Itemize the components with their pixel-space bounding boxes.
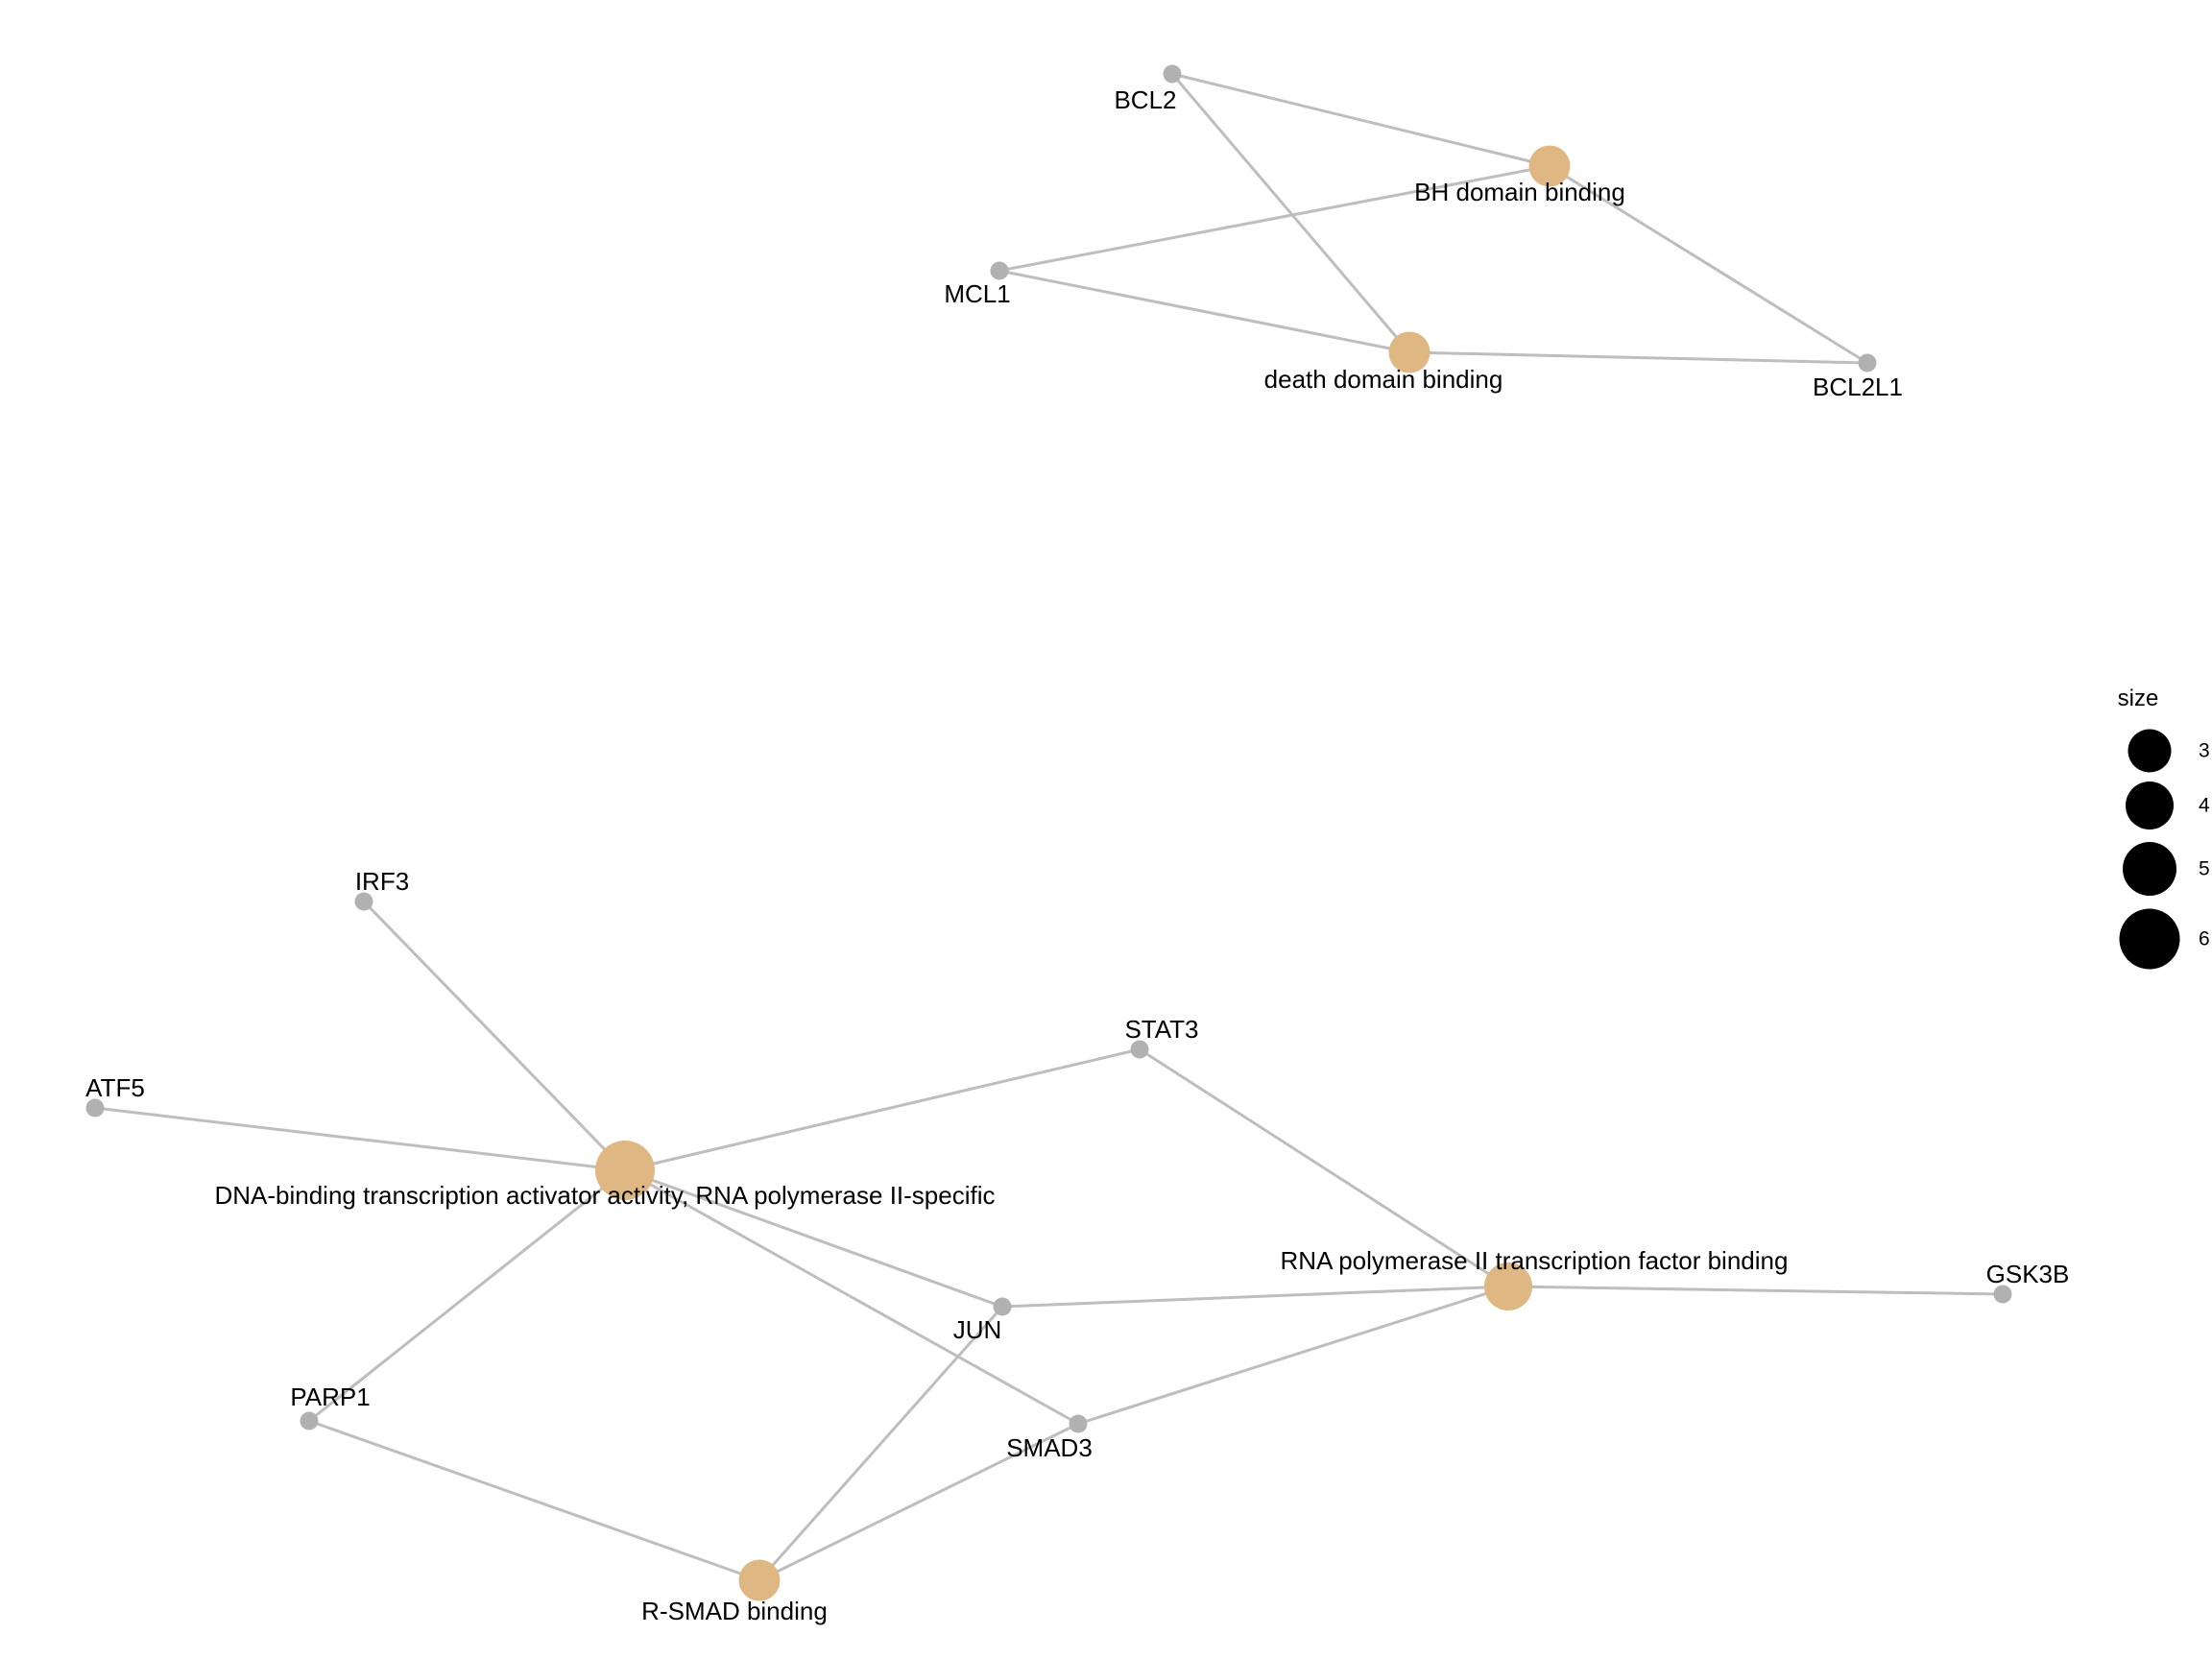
- legend-title: size: [2118, 685, 2159, 711]
- legend-size-label: 6: [2199, 928, 2210, 950]
- gene-node: [1069, 1414, 1088, 1433]
- gene-node: [85, 1098, 105, 1118]
- gene-node: [1993, 1285, 2012, 1304]
- node-label: BH domain binding: [1414, 178, 1625, 206]
- network-edge: [1548, 164, 1869, 365]
- node-label: death domain binding: [1264, 365, 1503, 394]
- node-label: BCL2: [1114, 85, 1176, 114]
- gene-node: [1858, 353, 1877, 373]
- legend-size-circle: [2128, 729, 2172, 773]
- node-label: BCL2L1: [1813, 373, 1903, 401]
- node-layer: [85, 64, 2012, 1601]
- node-label: STAT3: [1124, 1015, 1198, 1044]
- node-label: DNA-binding transcription activator acti…: [214, 1181, 995, 1210]
- node-label: ATF5: [85, 1073, 145, 1102]
- node-label: GSK3B: [1986, 1260, 2070, 1288]
- network-edge: [362, 900, 627, 1172]
- category-node: [1528, 145, 1571, 187]
- category-node: [595, 1141, 655, 1200]
- legend-size-circle: [2123, 842, 2176, 896]
- network-edge: [1407, 350, 1869, 365]
- network-edge: [1138, 1047, 1510, 1288]
- legend-size-circle: [2126, 781, 2174, 830]
- category-node: [738, 1559, 781, 1601]
- legend-size-circle: [2119, 908, 2180, 970]
- category-node: [1388, 331, 1431, 373]
- category-node: [1484, 1262, 1532, 1310]
- node-label: IRF3: [355, 867, 409, 896]
- gene-node: [1163, 64, 1182, 84]
- network-edge: [93, 1106, 627, 1172]
- legend-entries: 3 4 5 6: [2119, 729, 2210, 970]
- network-edge: [757, 1305, 1004, 1582]
- gene-node: [1130, 1040, 1149, 1059]
- gene-node: [990, 261, 1009, 280]
- network-edge: [1170, 72, 1551, 168]
- gene-node: [993, 1297, 1012, 1316]
- node-label: SMAD3: [1006, 1433, 1093, 1462]
- legend-size-label: 3: [2199, 740, 2210, 762]
- network-edge: [998, 164, 1551, 273]
- network-edge: [1506, 1285, 2005, 1296]
- network-edge: [307, 1419, 761, 1582]
- network-edge: [757, 1422, 1080, 1582]
- label-layer: BH domain binding death domain bindingDNA…: [85, 85, 2069, 1625]
- network-edge: [623, 1168, 1080, 1426]
- node-label: R-SMAD binding: [641, 1597, 828, 1625]
- network-edge: [998, 269, 1411, 354]
- node-label: PARP1: [290, 1382, 370, 1411]
- network-edge: [1000, 1285, 1510, 1309]
- node-label: JUN: [953, 1315, 1002, 1344]
- network-edge: [307, 1168, 627, 1423]
- gene-node: [354, 892, 373, 911]
- legend-size-label: 5: [2199, 858, 2210, 880]
- edge-layer: [93, 72, 2005, 1582]
- size-legend: size 3 4 5 6: [2118, 685, 2210, 970]
- network-edge: [623, 1168, 1004, 1309]
- network-edge: [1170, 72, 1411, 354]
- node-label: RNA polymerase II transcription factor b…: [1281, 1246, 1789, 1275]
- node-label: MCL1: [944, 279, 1010, 308]
- network-edge: [1076, 1285, 1510, 1426]
- gene-node: [300, 1411, 319, 1431]
- network-edge: [623, 1047, 1142, 1172]
- legend-size-label: 4: [2199, 795, 2210, 817]
